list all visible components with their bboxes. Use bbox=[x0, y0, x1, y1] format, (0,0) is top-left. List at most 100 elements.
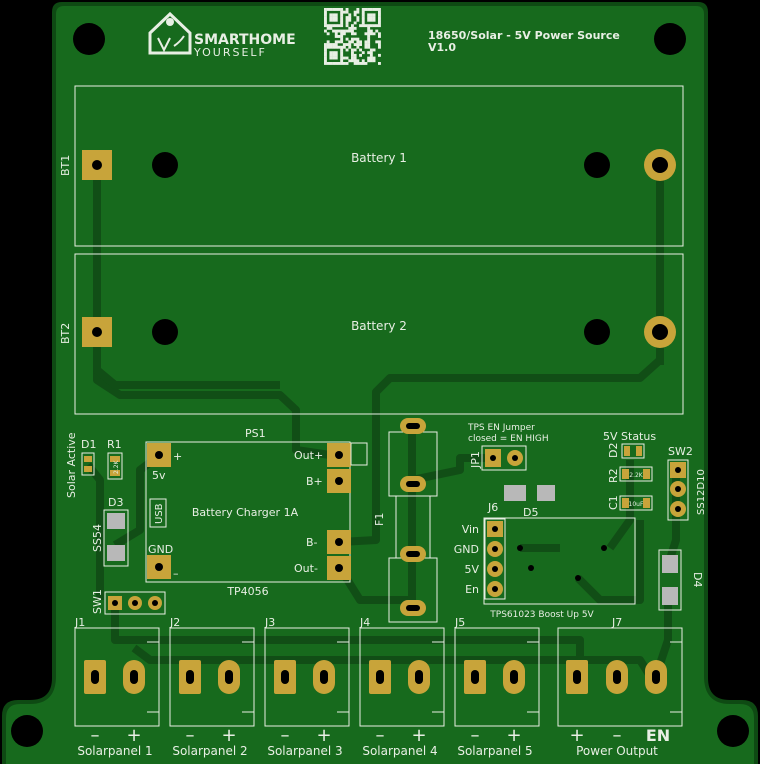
qr-module bbox=[356, 16, 360, 19]
r2-value: 2.2K bbox=[629, 472, 644, 479]
connector-ref: J2 bbox=[169, 616, 180, 629]
qr-module bbox=[367, 51, 371, 55]
connector-outline bbox=[169, 627, 255, 727]
qr-module bbox=[334, 35, 338, 38]
qr-module bbox=[356, 59, 360, 63]
qr-module bbox=[369, 8, 373, 11]
qr-module bbox=[364, 24, 368, 28]
qr-module bbox=[348, 13, 352, 17]
sw2-ref: SW2 bbox=[668, 445, 693, 458]
qr-module bbox=[334, 29, 338, 33]
connector-j2: J2–+Solarpanel 2 bbox=[169, 616, 255, 758]
connector-ref: J4 bbox=[359, 616, 370, 629]
copper-traces bbox=[84, 165, 680, 679]
qr-module bbox=[369, 18, 373, 22]
charger-label: Battery Charger 1A bbox=[192, 506, 299, 519]
connector-ref: J3 bbox=[264, 616, 275, 629]
r1-value: 2.2K bbox=[113, 459, 120, 474]
qr-module bbox=[378, 40, 381, 44]
smarthome-logo: SMARTHOME YOURSELF bbox=[148, 11, 296, 59]
qr-module bbox=[378, 18, 381, 22]
qr-module bbox=[367, 40, 371, 44]
qr-module bbox=[326, 43, 330, 46]
qr-module bbox=[367, 13, 371, 17]
qr-module bbox=[369, 32, 373, 36]
qr-module bbox=[334, 13, 338, 17]
connector-label: Solarpanel 3 bbox=[267, 744, 342, 758]
qr-module bbox=[337, 24, 341, 28]
battery-2-hole-left bbox=[152, 319, 178, 345]
qr-module bbox=[334, 56, 338, 60]
qr-module bbox=[337, 29, 341, 33]
qr-module bbox=[348, 16, 352, 19]
qr-module bbox=[337, 35, 341, 38]
connector-j3: J3–+Solarpanel 3 bbox=[264, 616, 350, 758]
qr-module bbox=[367, 16, 371, 19]
qr-module bbox=[351, 37, 354, 41]
connector-drill bbox=[320, 670, 328, 684]
qr-module bbox=[324, 18, 327, 22]
qr-module bbox=[375, 8, 379, 11]
qr-module bbox=[324, 51, 327, 55]
qr-module bbox=[326, 62, 330, 65]
connector-drill bbox=[130, 670, 138, 684]
qr-module bbox=[364, 32, 368, 36]
connector-outline bbox=[264, 627, 350, 727]
qr-module bbox=[361, 8, 365, 11]
qr-module bbox=[351, 29, 354, 33]
charger-outline bbox=[145, 441, 351, 583]
qr-module bbox=[332, 24, 335, 28]
j7-outline bbox=[557, 627, 683, 727]
qr-module bbox=[340, 10, 344, 14]
qr-module bbox=[326, 8, 330, 11]
connector-drill bbox=[186, 670, 194, 684]
qr-module bbox=[372, 24, 376, 28]
connector-latch bbox=[527, 641, 539, 713]
qr-module bbox=[340, 48, 344, 52]
qr-module bbox=[364, 8, 368, 11]
qr-module bbox=[364, 40, 368, 44]
qr-module bbox=[334, 16, 338, 19]
board-title: 18650/Solar - 5V Power Source bbox=[428, 29, 620, 42]
qr-module bbox=[342, 62, 346, 65]
qr-module bbox=[351, 26, 354, 30]
qr-module bbox=[334, 51, 338, 55]
qr-module bbox=[353, 48, 357, 52]
charger-pin-out-minus: Out- bbox=[294, 562, 318, 575]
qr-module bbox=[351, 51, 354, 55]
connector-j4: J4–+Solarpanel 4 bbox=[359, 616, 445, 758]
qr-module bbox=[340, 62, 344, 65]
qr-module bbox=[351, 56, 354, 60]
boost-pin-en: En bbox=[465, 583, 479, 596]
qr-module bbox=[329, 18, 333, 22]
qr-module bbox=[367, 29, 371, 33]
qr-module bbox=[340, 53, 344, 57]
qr-module bbox=[364, 43, 368, 46]
qr-module bbox=[324, 43, 327, 46]
fuse-ref: F1 bbox=[373, 513, 386, 526]
qr-module bbox=[348, 43, 352, 46]
qr-module bbox=[337, 45, 341, 49]
qr-module bbox=[356, 18, 360, 22]
qr-module bbox=[378, 13, 381, 17]
sw2-outline bbox=[667, 459, 689, 521]
qr-module bbox=[361, 13, 365, 17]
battery-2-hole-right bbox=[584, 319, 610, 345]
qr-module bbox=[332, 45, 335, 49]
qr-module bbox=[378, 35, 381, 38]
qr-module bbox=[353, 62, 357, 65]
qr-module bbox=[367, 18, 371, 22]
qr-module bbox=[334, 8, 338, 11]
qr-module bbox=[351, 59, 354, 63]
qr-module bbox=[369, 29, 373, 33]
qr-module bbox=[326, 40, 330, 44]
qr-module bbox=[356, 43, 360, 46]
qr-module bbox=[345, 8, 349, 11]
qr-module bbox=[334, 53, 338, 57]
c1-value: 10uF bbox=[629, 501, 644, 508]
qr-module bbox=[334, 18, 338, 22]
qr-module bbox=[369, 59, 373, 63]
battery-1-hole-right bbox=[584, 152, 610, 178]
qr-module bbox=[351, 24, 354, 28]
